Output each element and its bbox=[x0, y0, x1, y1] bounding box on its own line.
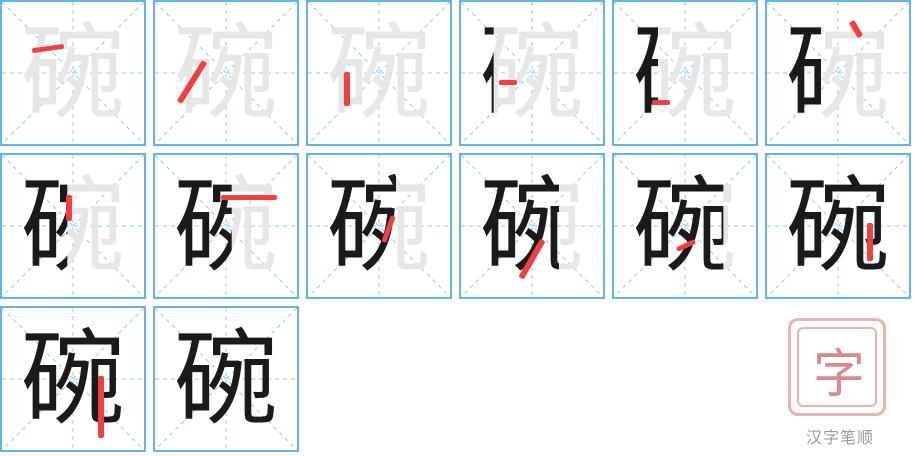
character-progress: 碗 bbox=[632, 165, 737, 287]
grid-guides bbox=[2, 2, 144, 144]
guide-line bbox=[614, 2, 756, 144]
stroke-cell-7: 碗碗 bbox=[0, 153, 146, 299]
character-glyph: 碗 bbox=[20, 318, 125, 440]
grid-guides bbox=[767, 2, 909, 144]
brand-logo-frame: 字 bbox=[797, 327, 877, 407]
stroke-cell-12: 碗碗 bbox=[765, 153, 911, 299]
stroke-cell-5: 碗碗 bbox=[612, 0, 758, 146]
guide-line bbox=[614, 155, 756, 297]
stroke-cell-4: 碗碗 bbox=[459, 0, 605, 146]
grid-guides bbox=[461, 155, 603, 297]
grid-guides bbox=[614, 2, 756, 144]
brand-name: 汉字笔顺 bbox=[805, 428, 874, 447]
character-progress: 碗 bbox=[173, 165, 278, 287]
brand-logo: 字 bbox=[788, 318, 886, 416]
character-glyph: 碗 bbox=[173, 12, 278, 134]
guide-line bbox=[767, 2, 909, 144]
character-glyph: 碗 bbox=[173, 318, 278, 440]
guide-line bbox=[2, 2, 144, 144]
grid-guides bbox=[2, 155, 144, 297]
guide-line bbox=[2, 308, 144, 450]
guide-line bbox=[2, 2, 144, 144]
guide-line bbox=[155, 308, 297, 450]
guide-line bbox=[155, 2, 297, 144]
stroke-cell-9: 碗碗 bbox=[306, 153, 452, 299]
character-progress: 碗 bbox=[20, 318, 125, 440]
guide-line bbox=[155, 308, 297, 450]
current-stroke-highlight bbox=[867, 223, 873, 261]
grid-guides bbox=[308, 2, 450, 144]
guide-line bbox=[767, 2, 909, 144]
guide-line bbox=[155, 155, 297, 297]
current-stroke-highlight bbox=[652, 100, 670, 105]
character-glyph: 碗 bbox=[20, 12, 125, 134]
grid-guides bbox=[155, 308, 297, 450]
character-glyph: 碗 bbox=[326, 12, 431, 134]
character-progress: 碗 bbox=[632, 12, 737, 134]
guide-line bbox=[2, 308, 144, 450]
character-glyph: 碗 bbox=[785, 12, 890, 134]
current-stroke-highlight bbox=[344, 72, 350, 106]
grid-guides bbox=[2, 308, 144, 450]
character-progress: 碗 bbox=[479, 12, 584, 134]
guide-line bbox=[461, 155, 603, 297]
stroke-cell-6: 碗碗 bbox=[765, 0, 911, 146]
guide-line bbox=[155, 155, 297, 297]
guide-line bbox=[767, 155, 909, 297]
guide-line bbox=[308, 155, 450, 297]
stroke-cell-1: 碗碗 bbox=[0, 0, 146, 146]
stroke-cell-13: 碗碗 bbox=[0, 306, 146, 452]
stroke-cell-14: 碗 bbox=[153, 306, 299, 452]
character-progress: 碗 bbox=[326, 165, 431, 287]
current-stroke-highlight bbox=[499, 80, 517, 85]
character-progress: 碗 bbox=[20, 165, 125, 287]
character-glyph: 碗 bbox=[479, 12, 584, 134]
guide-line bbox=[461, 2, 603, 144]
guide-line bbox=[614, 155, 756, 297]
current-stroke-highlight bbox=[98, 376, 104, 438]
character-glyph: 碗 bbox=[632, 165, 737, 287]
guide-line bbox=[2, 155, 144, 297]
guide-line bbox=[155, 2, 297, 144]
stroke-cell-10: 碗碗 bbox=[459, 153, 605, 299]
character-progress: 碗 bbox=[479, 165, 584, 287]
current-stroke-highlight bbox=[221, 195, 277, 200]
stroke-cell-8: 碗碗 bbox=[153, 153, 299, 299]
grid-guides bbox=[461, 2, 603, 144]
stroke-cell-2: 碗碗 bbox=[153, 0, 299, 146]
guide-line bbox=[2, 155, 144, 297]
grid-guides bbox=[767, 155, 909, 297]
guide-line bbox=[767, 155, 909, 297]
stroke-cell-3: 碗碗 bbox=[306, 0, 452, 146]
character-glyph: 碗 bbox=[173, 165, 278, 287]
guide-line bbox=[461, 2, 603, 144]
guide-line bbox=[308, 2, 450, 144]
brand-logo-char: 字 bbox=[812, 344, 865, 405]
guide-line bbox=[614, 2, 756, 144]
grid-guides bbox=[614, 155, 756, 297]
current-stroke-highlight bbox=[66, 195, 72, 221]
stroke-cell-11: 碗碗 bbox=[612, 153, 758, 299]
character-progress: 碗 bbox=[326, 12, 431, 134]
guide-line bbox=[308, 2, 450, 144]
grid-guides bbox=[308, 155, 450, 297]
character-glyph: 碗 bbox=[326, 165, 431, 287]
guide-line bbox=[461, 155, 603, 297]
grid-guides bbox=[155, 155, 297, 297]
character-glyph: 碗 bbox=[20, 165, 125, 287]
character-progress: 碗 bbox=[785, 12, 890, 134]
guide-line bbox=[308, 155, 450, 297]
grid-guides bbox=[155, 2, 297, 144]
character-glyph: 碗 bbox=[632, 12, 737, 134]
